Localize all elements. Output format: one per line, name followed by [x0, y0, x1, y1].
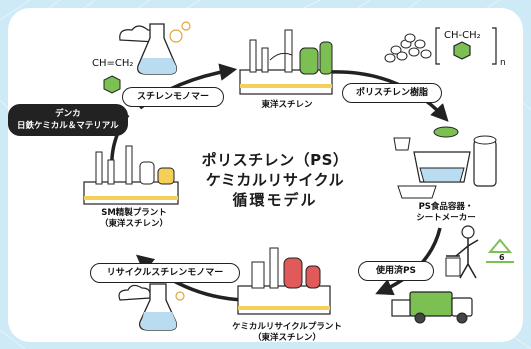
recycle-plant-line1: ケミカルリサイクルプラント — [232, 322, 342, 332]
supplier-line2: 日鉄ケミカル＆マテリアル — [17, 121, 119, 131]
polymer-subscript: n — [500, 58, 506, 68]
sm-plant-icon — [83, 145, 179, 205]
node-label-sm-plant: SM精製プラント （東洋スチレン） — [86, 208, 182, 230]
benzene-ring-icon — [103, 75, 121, 94]
flow-label-used-ps: 使用済PS — [358, 261, 434, 281]
sm-plant-line1: SM精製プラント — [101, 208, 167, 218]
recycle-plant-line2: （東洋スチレン） — [252, 333, 321, 343]
ps-maker-line1: PS食品容器・ — [418, 202, 474, 212]
arrow-top-right — [329, 70, 449, 122]
recycle-number: 6 — [499, 253, 505, 262]
node-label-toyo-styrene: 東洋スチレン — [261, 100, 313, 110]
chemical-recycle-plant-icon — [237, 247, 331, 315]
ps-containers-icon — [393, 126, 497, 199]
flow-label-polystyrene-resin: ポリスチレン樹脂 — [342, 83, 442, 103]
center-title-line3: 循環モデル — [232, 191, 318, 209]
sm-plant-line2: （東洋スチレン） — [99, 219, 168, 229]
center-title: ポリスチレン（PS） ケミカルリサイクル 循環モデル — [180, 150, 370, 210]
polymer-formula: CH-CH₂ — [444, 30, 481, 41]
ps-maker-line2: シートメーカー — [416, 213, 476, 223]
flow-label-styrene-monomer: スチレンモノマー — [122, 87, 224, 107]
flask-bottom-left-icon — [118, 283, 185, 331]
pellets-icon — [384, 33, 432, 63]
supplier-badge: デンカ 日鉄ケミカル＆マテリアル — [8, 104, 128, 136]
vinyl-group-formula: CH=CH₂ — [92, 58, 134, 69]
recycle-mark-icon — [486, 238, 514, 263]
toyo-styrene-factory-icon — [239, 29, 333, 95]
supplier-line1: デンカ — [55, 109, 81, 119]
arrow-right-down — [375, 227, 442, 296]
node-label-recycle-plant: ケミカルリサイクルプラント （東洋スチレン） — [224, 322, 350, 344]
node-label-ps-maker: PS食品容器・ シートメーカー — [398, 202, 494, 224]
polymer-structure-icon — [435, 27, 497, 65]
flask-top-left-icon — [119, 21, 191, 75]
garbage-truck-icon — [391, 291, 473, 324]
flow-label-recycled-styrene-monomer: リサイクルスチレンモノマー — [90, 263, 240, 283]
recycling-person-icon — [445, 225, 479, 279]
center-title-line1: ポリスチレン（PS） — [201, 151, 349, 169]
center-title-line2: ケミカルリサイクル — [205, 171, 345, 189]
